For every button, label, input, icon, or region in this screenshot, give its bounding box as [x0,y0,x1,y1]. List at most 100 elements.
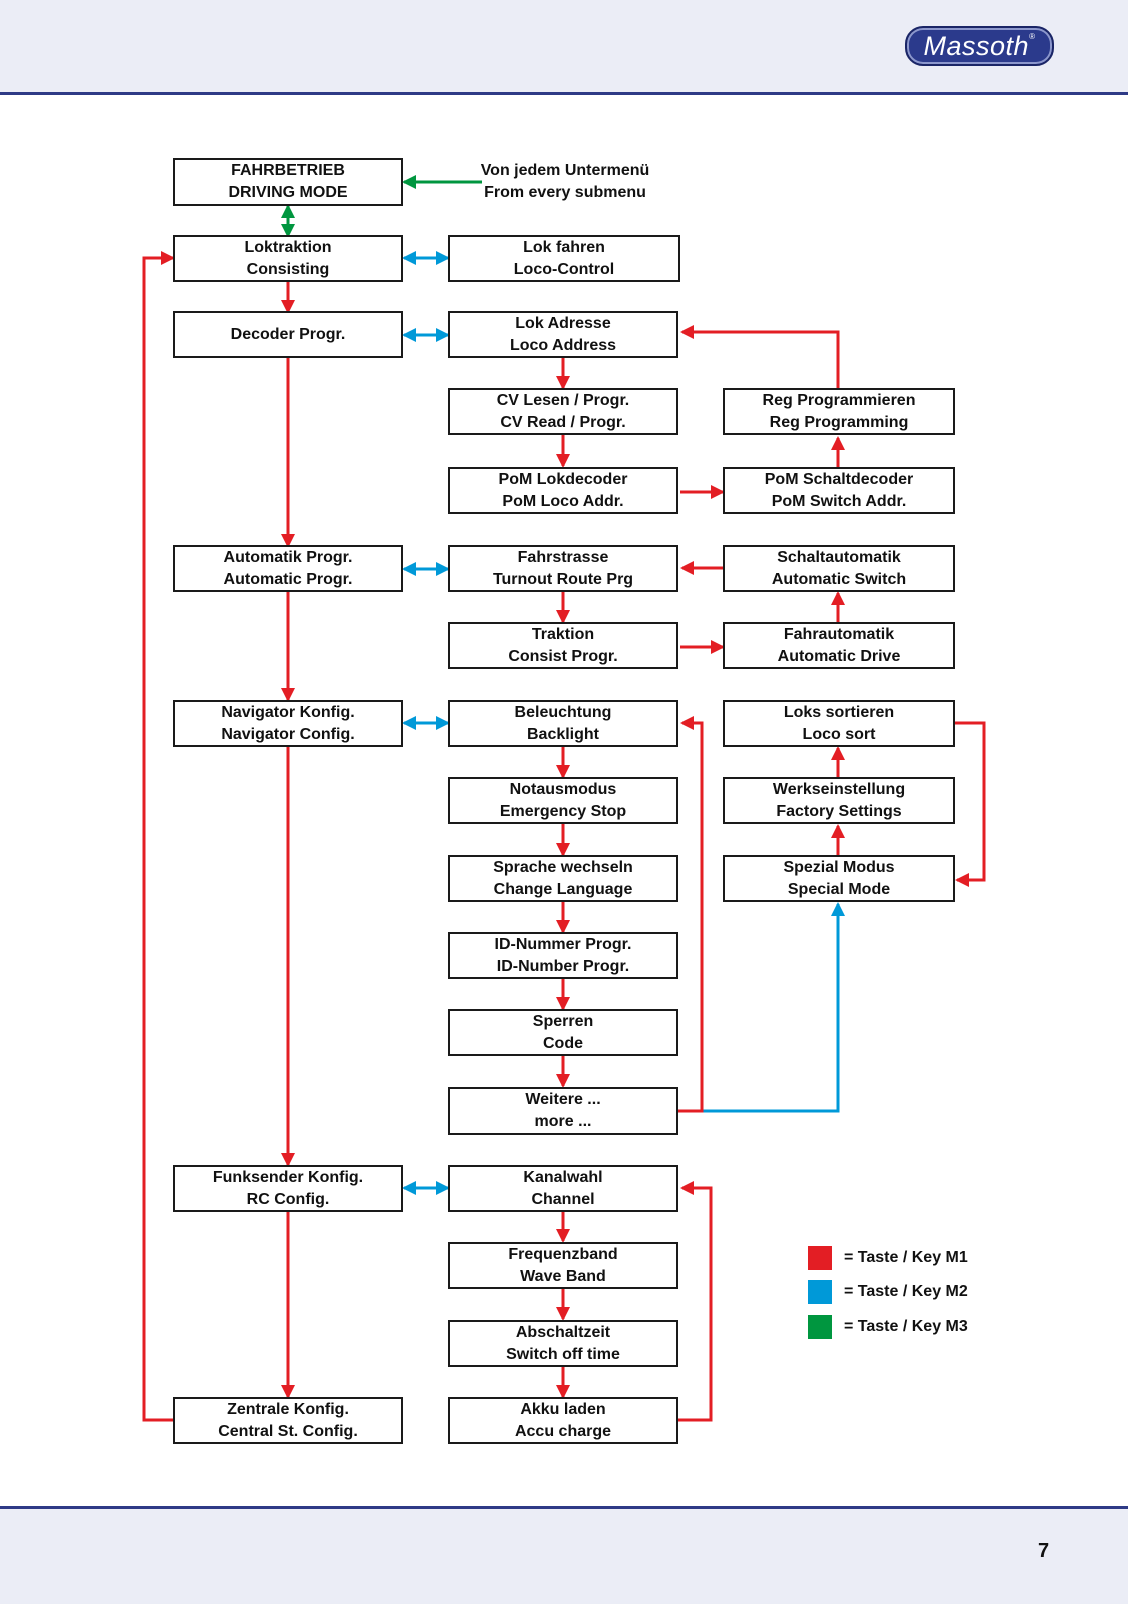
box-line2: more ... [534,1113,592,1130]
box-line1: PoM Lokdecoder [498,470,628,488]
box-line2: Accu charge [514,1422,612,1440]
arrow-reg-to-loco-address [680,325,840,389]
box-line1: Loktraktion [244,238,332,256]
box-line2: Switch off time [506,1345,620,1363]
box-more: Weitere ... more ... [448,1087,678,1135]
box-line2: Loco-Control [513,260,615,278]
arrow-more-to-backlight [678,716,704,1113]
box-line1: Notausmodus [509,780,617,798]
box-line1: Kanalwahl [523,1168,603,1186]
logo-text: Massoth [923,31,1030,61]
box-automatic-progr: Automatik Progr.Automatic Progr. [173,545,403,592]
box-line2: Special Mode [787,880,891,898]
box-line2: Change Language [493,880,633,898]
box-navigator-config: Navigator Konfig. Navigator Config. [173,700,403,747]
arrow-more-special-mode [702,902,845,1113]
box-line1: Beleuchtung [514,703,612,721]
box-driving-mode: FAHRBETRIEB DRIVING MODE [173,158,403,206]
box-line1: Sperren [532,1012,594,1030]
box-line2: Loco Address [509,336,617,354]
legend-m2: = Taste / Key M2 [808,1280,968,1304]
box-line1: Frequenzband [508,1245,618,1263]
box-line2: Turnout Route Prg [492,570,634,588]
box-line2: Channel [531,1190,595,1208]
legend-label: = Taste / Key M1 [844,1249,968,1266]
box-line1: Funksender Konfig. [212,1168,364,1186]
box-line1: Werkseinstellung [772,780,906,798]
box-line2: Automatic Progr. [223,570,353,588]
box-line2: Navigator Config. [221,725,355,743]
arrow-accu-to-channel [678,1181,713,1422]
box-line2: Wave Band [520,1267,606,1285]
box-line2: ID-Number Progr. [496,957,630,975]
box-line2: Automatic Switch [771,570,907,588]
box-line2: DRIVING MODE [228,184,348,201]
box-cv-read: CV Lesen / Progr.CV Read / Progr. [448,388,678,435]
box-rc-config: Funksender Konfig. RC Config. [173,1165,403,1212]
box-line2: CV Read / Progr. [500,413,626,431]
box-line2: Backlight [526,725,599,743]
box-line1: Akku laden [520,1400,606,1418]
registered-mark: ® [1029,32,1036,41]
box-line1: Sprache wechseln [493,858,633,876]
box-decoder-progr: Decoder Progr. [173,311,403,358]
page-number: 7 [1038,1540,1050,1562]
box-line2: Code [543,1034,583,1052]
box-line1: Lok Adresse [515,314,611,332]
box-line1: ID-Nummer Progr. [494,935,632,953]
box-line2: PoM Loco Addr. [502,492,624,510]
legend-swatch-green [808,1315,832,1339]
legend-label: = Taste / Key M2 [844,1283,968,1300]
box-line2: Loco sort [802,725,876,743]
box-line1: Weitere ... [525,1091,601,1108]
box-line2: PoM Switch Addr. [771,492,907,510]
box-line1: Zentrale Konfig. [227,1400,349,1418]
box-line1: Navigator Konfig. [221,703,355,721]
legend-swatch-blue [808,1280,832,1304]
box-line2: Automatic Drive [777,647,901,665]
box-line2: Factory Settings [776,802,902,820]
massoth-logo: Massoth® [905,26,1054,66]
legend-swatch-red [808,1246,832,1270]
box-line1: PoM Schaltdecoder [764,470,914,488]
note-line1: Von jedem Untermenü [480,162,650,179]
arrow-central-to-consisting [142,251,175,1422]
arrow-loco-sort-to-special [955,721,986,887]
box-line1: FAHRBETRIEB [231,162,345,179]
legend-m3: = Taste / Key M3 [808,1315,968,1339]
box-line2: Consisting [246,260,330,278]
legend-label: = Taste / Key M3 [844,1318,968,1335]
box-line1: Fahrstrasse [517,548,609,566]
box-line2: RC Config. [246,1190,330,1208]
box-line1: Reg Programmieren [762,391,916,409]
box-line1: Abschaltzeit [515,1323,611,1341]
box-line1: Schaltautomatik [777,548,901,566]
footer-band [0,1506,1128,1604]
box-line1: Fahrautomatik [783,625,895,643]
box-line1: Spezial Modus [783,858,895,876]
box-id-number: ID-Nummer Progr. ID-Number Progr. [448,932,678,979]
box-line2: Consist Progr. [508,647,618,665]
box-line1: Loks sortieren [783,703,895,721]
box-line1: Decoder Progr. [230,325,346,343]
